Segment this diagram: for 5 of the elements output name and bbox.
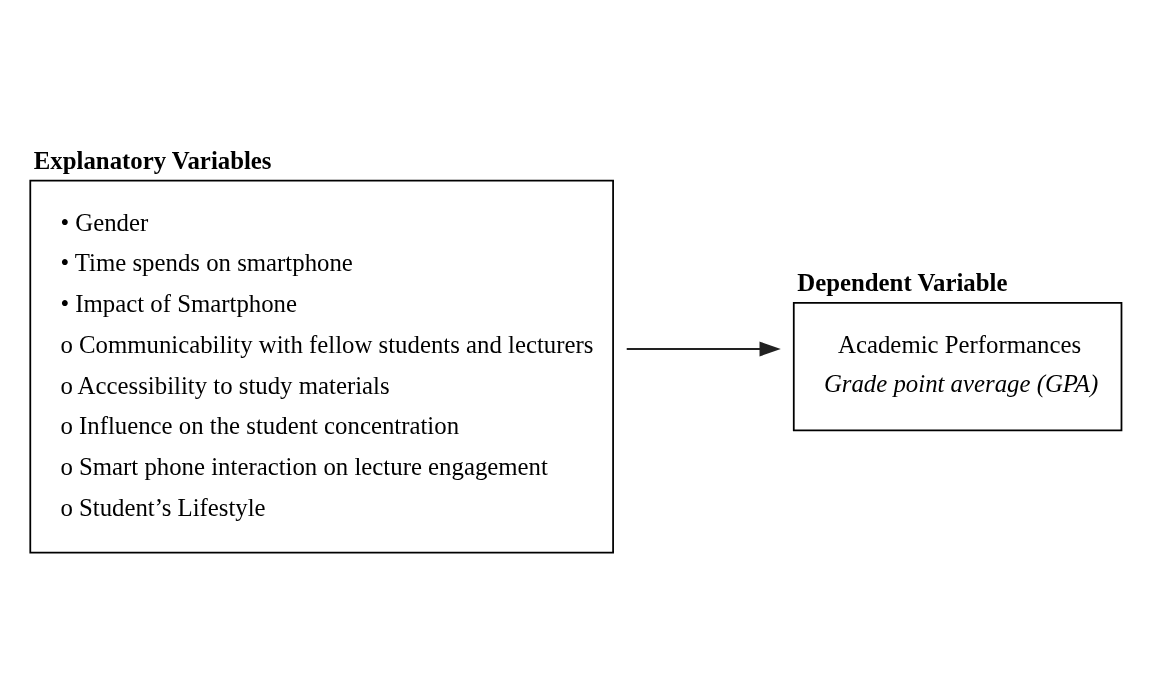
node-label: Dependent Variable xyxy=(797,268,1008,296)
node-box: • Gender • Time spends on smartphone • Impact of Smartphone o Communicability with fellow students and lecturers o Accessibility to study materials o Influence on the student concentration o Smart phone interaction on lecture engagement o Student’s Lifestyle xyxy=(29,179,614,554)
arrow xyxy=(625,341,781,356)
node-label: Explanatory Variables xyxy=(33,146,272,174)
node-box: Academic Performances Grade point average (GPA) xyxy=(792,301,1123,431)
